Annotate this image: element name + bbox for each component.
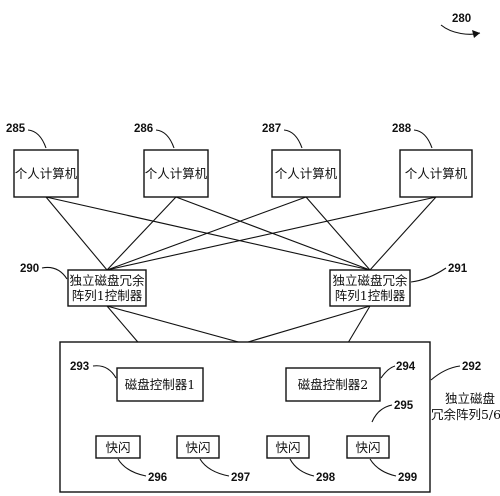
flash-label: 快闪 bbox=[355, 440, 380, 455]
computer-label: 个人计算机 bbox=[15, 166, 78, 181]
flash-box bbox=[266, 435, 310, 459]
link-287-291 bbox=[305, 196, 371, 271]
raid-controller-box bbox=[67, 269, 147, 307]
raid-controller-box bbox=[329, 269, 411, 307]
ref-leader bbox=[199, 458, 230, 477]
ref-leader bbox=[155, 129, 175, 149]
flash-label: 快闪 bbox=[105, 440, 130, 455]
flash-296: 快闪 296 bbox=[95, 435, 167, 484]
flash-ref: 298 bbox=[316, 472, 336, 484]
ref-leader bbox=[380, 365, 396, 379]
ref-leader bbox=[117, 458, 147, 477]
disk-controller-label: 磁盘控制器2 bbox=[298, 377, 368, 392]
computer-label: 个人计算机 bbox=[405, 166, 468, 181]
flash-297: 快闪 297 bbox=[176, 435, 250, 484]
array-label-line1: 独立磁盘 bbox=[445, 391, 495, 406]
personal-computer-288: 个人计算机 288 bbox=[392, 123, 473, 198]
flash-label: 快闪 bbox=[185, 440, 210, 455]
flash-group-leader bbox=[371, 404, 393, 423]
raid-controller-line2: 阵列1控制器 bbox=[72, 288, 143, 303]
ref-leader bbox=[27, 129, 47, 149]
flash-299: 快闪 299 bbox=[346, 435, 417, 484]
flash-group-ref: 295 bbox=[394, 400, 414, 412]
raid-controller-ref: 291 bbox=[448, 263, 468, 275]
disk-controller-ref: 293 bbox=[70, 361, 89, 373]
disk-controller-label: 磁盘控制器1 bbox=[125, 377, 195, 392]
computer-box bbox=[271, 149, 341, 198]
figure-number: 280 bbox=[452, 13, 471, 25]
array-enclosure bbox=[59, 341, 431, 493]
array-label-line2: 冗余阵列5/6 bbox=[431, 407, 500, 422]
personal-computer-285: 个人计算机 285 bbox=[6, 123, 79, 198]
disk-controller-294: 磁盘控制器2 294 bbox=[285, 361, 416, 402]
raid-controller-ref: 290 bbox=[20, 263, 39, 275]
ref-leader bbox=[413, 129, 433, 149]
computer-ref: 287 bbox=[262, 123, 281, 135]
computer-to-raid-links bbox=[45, 196, 437, 271]
raid-controller-291: 独立磁盘冗余 阵列1控制器 291 bbox=[329, 263, 468, 307]
computer-ref: 285 bbox=[6, 123, 26, 135]
ref-leader bbox=[410, 267, 447, 283]
raid-5-6-array: 292 独立磁盘 冗余阵列5/6 bbox=[59, 341, 500, 493]
flash-box bbox=[176, 435, 220, 459]
raid-controller-line1: 独立磁盘冗余 bbox=[69, 273, 145, 288]
disk-controller-box bbox=[116, 367, 204, 402]
ref-leader bbox=[289, 458, 315, 477]
ref-leader bbox=[369, 458, 397, 477]
link-287-290 bbox=[106, 196, 307, 271]
computer-label: 个人计算机 bbox=[145, 166, 208, 181]
personal-computer-287: 个人计算机 287 bbox=[262, 123, 341, 198]
disk-controller-box bbox=[285, 367, 381, 402]
ref-leader bbox=[430, 365, 461, 381]
computer-ref: 288 bbox=[392, 123, 412, 135]
computer-box bbox=[399, 149, 473, 198]
raid-controller-line1: 独立磁盘冗余 bbox=[332, 273, 408, 288]
link-288-291 bbox=[369, 196, 437, 271]
flash-ref: 299 bbox=[398, 472, 417, 484]
computer-label: 个人计算机 bbox=[275, 166, 338, 181]
link-286-290 bbox=[106, 196, 177, 271]
flash-box bbox=[346, 435, 390, 459]
flash-ref: 296 bbox=[148, 472, 167, 484]
link-288-290 bbox=[106, 196, 437, 271]
flash-box bbox=[95, 435, 141, 459]
raid-controller-line2: 阵列1控制器 bbox=[335, 288, 406, 303]
link-285-290 bbox=[45, 196, 108, 271]
ref-leader bbox=[283, 129, 303, 149]
computer-box bbox=[143, 149, 209, 198]
ref-leader bbox=[41, 266, 68, 280]
disk-controller-ref: 294 bbox=[396, 361, 416, 373]
computer-ref: 286 bbox=[134, 123, 153, 135]
flash-label: 快闪 bbox=[275, 440, 300, 455]
computer-box bbox=[13, 149, 79, 198]
figure-arrowhead bbox=[472, 30, 480, 38]
array-ref: 292 bbox=[462, 361, 481, 373]
personal-computer-286: 个人计算机 286 bbox=[134, 123, 209, 198]
flash-298: 快闪 298 bbox=[266, 435, 336, 484]
raid-controller-290: 独立磁盘冗余 阵列1控制器 290 bbox=[20, 263, 147, 307]
ref-leader bbox=[92, 365, 117, 379]
flash-ref: 297 bbox=[231, 472, 250, 484]
disk-controller-293: 磁盘控制器1 293 bbox=[70, 361, 204, 402]
